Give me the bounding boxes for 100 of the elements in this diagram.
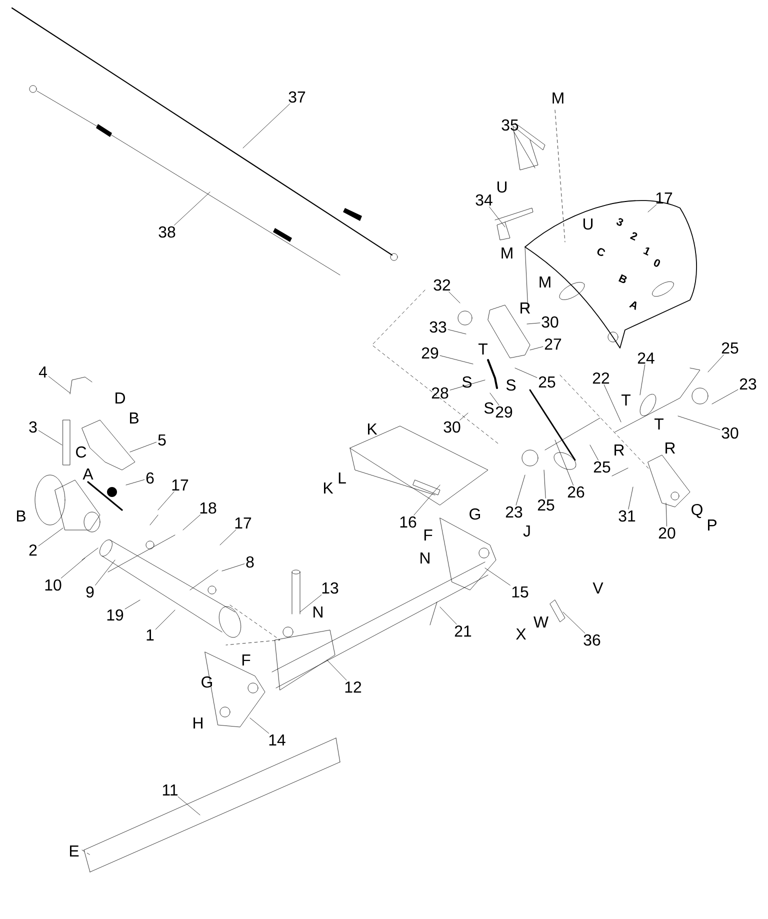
leader-line (174, 192, 210, 226)
letter-label: D (116, 392, 125, 404)
dial-marking: A (629, 301, 636, 310)
callout-number: 25 (538, 499, 554, 511)
letter-label: M (552, 92, 564, 104)
letter-label: F (424, 530, 432, 540)
leader-line (708, 354, 724, 372)
callout-number: 36 (584, 634, 600, 646)
callout-number: 29 (496, 406, 512, 418)
leader-line (130, 442, 157, 452)
leader-line (60, 558, 86, 578)
leader-line (640, 364, 646, 396)
leader-line (448, 329, 466, 334)
callout-number: 1 (146, 630, 154, 640)
letter-label: B (17, 510, 26, 522)
callout-number: 25 (722, 342, 738, 354)
callout-number: 25 (594, 461, 610, 473)
letter-label: U (497, 181, 507, 193)
leader-line (562, 612, 586, 634)
leader-line (95, 560, 116, 586)
callout-number: 10 (45, 579, 62, 591)
callout-number: 14 (269, 734, 286, 746)
callout-number: 3 (29, 421, 37, 433)
leader-line (604, 384, 622, 422)
dial-marking: C (597, 248, 605, 256)
callout-number: 38 (158, 226, 176, 238)
callout-number: 16 (400, 516, 416, 528)
leader-line (590, 444, 598, 460)
letter-label: B (130, 412, 138, 424)
letter-label: A (82, 468, 94, 480)
letter-label: J (523, 525, 530, 537)
leader-line (489, 206, 506, 228)
leader-line (514, 368, 538, 378)
letter-label: E (70, 846, 79, 856)
leader-line (440, 355, 474, 364)
letter-label: N (420, 552, 430, 564)
callout-number: 6 (146, 472, 154, 484)
letter-label: X (516, 628, 526, 640)
leader-line (628, 486, 634, 510)
leader-line (158, 491, 174, 510)
callout-number: 28 (432, 387, 448, 399)
leader-line (38, 430, 62, 446)
letter-label: T (478, 344, 488, 354)
dial-marking: B (618, 274, 627, 284)
letter-label: P (708, 520, 716, 530)
leader-line (448, 292, 460, 304)
leader-line (300, 594, 322, 612)
letter-label: C (76, 446, 86, 458)
leader-line (48, 376, 70, 394)
callout-number: 13 (322, 582, 338, 594)
letter-label: R (666, 442, 675, 454)
callout-number: 37 (288, 91, 306, 103)
leader-line (678, 416, 720, 430)
letter-label: M (540, 276, 550, 288)
callout-number: 30 (444, 421, 460, 433)
callout-number: 17 (235, 518, 252, 528)
callout-number: 33 (430, 321, 446, 333)
leader-line (326, 660, 347, 680)
letter-label: N (314, 606, 322, 618)
dial-marking: 3 (616, 218, 624, 226)
letter-label: S (462, 376, 472, 388)
dial-marking: 1 (643, 247, 650, 256)
callout-number: 17 (172, 480, 188, 490)
leader-line (222, 564, 245, 572)
callout-number: 31 (618, 510, 636, 522)
leader-line (126, 479, 145, 486)
leader-line (460, 412, 468, 420)
leader-line (440, 606, 457, 624)
leader-line (124, 600, 140, 610)
leader-line (155, 610, 176, 630)
letter-label: G (470, 508, 480, 520)
callout-number: 30 (542, 316, 558, 328)
callout-number: 4 (38, 366, 47, 378)
letter-label: S (484, 402, 494, 414)
callout-number: 12 (345, 681, 362, 693)
leader-line (648, 204, 657, 212)
dial-marking: 0 (654, 259, 660, 267)
leader-line (666, 502, 667, 526)
callout-number: 32 (434, 279, 450, 291)
letter-label: T (654, 418, 664, 430)
callout-number: 9 (86, 586, 94, 598)
leader-line (484, 568, 510, 586)
leader-line (712, 389, 738, 404)
callout-number: 19 (107, 609, 124, 621)
letter-label: M (502, 248, 512, 258)
callout-number: 21 (454, 625, 472, 637)
letter-label: K (368, 424, 378, 434)
callout-number: 22 (592, 372, 610, 384)
callout-number: 24 (638, 352, 654, 364)
letter-label: W (534, 616, 548, 628)
callout-number: 29 (422, 347, 438, 359)
callout-number: 34 (476, 194, 492, 206)
leader-line (414, 484, 440, 516)
callout-number: 23 (506, 506, 522, 518)
leader-line (544, 470, 546, 498)
dial-marking: 2 (630, 232, 638, 241)
callout-number: 27 (544, 338, 562, 350)
leader-line (516, 474, 526, 506)
letter-label: S (506, 379, 516, 391)
leader-line (554, 440, 574, 486)
